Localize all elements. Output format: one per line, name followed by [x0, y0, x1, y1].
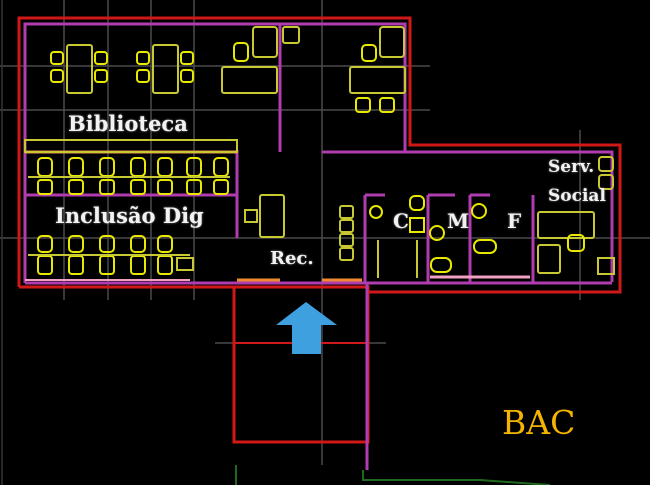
site-boundary [235, 465, 551, 485]
computer-stations-top [28, 157, 230, 195]
label-sanitario-m: M [447, 209, 470, 233]
label-bac: BAC [502, 403, 576, 442]
label-servico-social-2: Social [548, 186, 606, 206]
computer-stations-bottom [28, 235, 194, 275]
label-sanitario-f: F [507, 209, 522, 233]
library-furniture [24, 26, 406, 153]
entrance-arrow-icon [276, 302, 337, 354]
label-recepcao: Rec. [270, 248, 314, 269]
inner-walls [23, 22, 614, 470]
reception-furniture [244, 194, 354, 261]
social-service-furniture [537, 156, 615, 275]
label-inclusao-digital: Inclusão Dig [55, 203, 204, 228]
outer-walls [17, 16, 622, 444]
label-sanitario-c: C [393, 209, 409, 233]
label-biblioteca: Biblioteca [68, 111, 188, 136]
restroom-fixtures [369, 195, 497, 273]
label-servico-social-1: Serv. [548, 157, 595, 177]
